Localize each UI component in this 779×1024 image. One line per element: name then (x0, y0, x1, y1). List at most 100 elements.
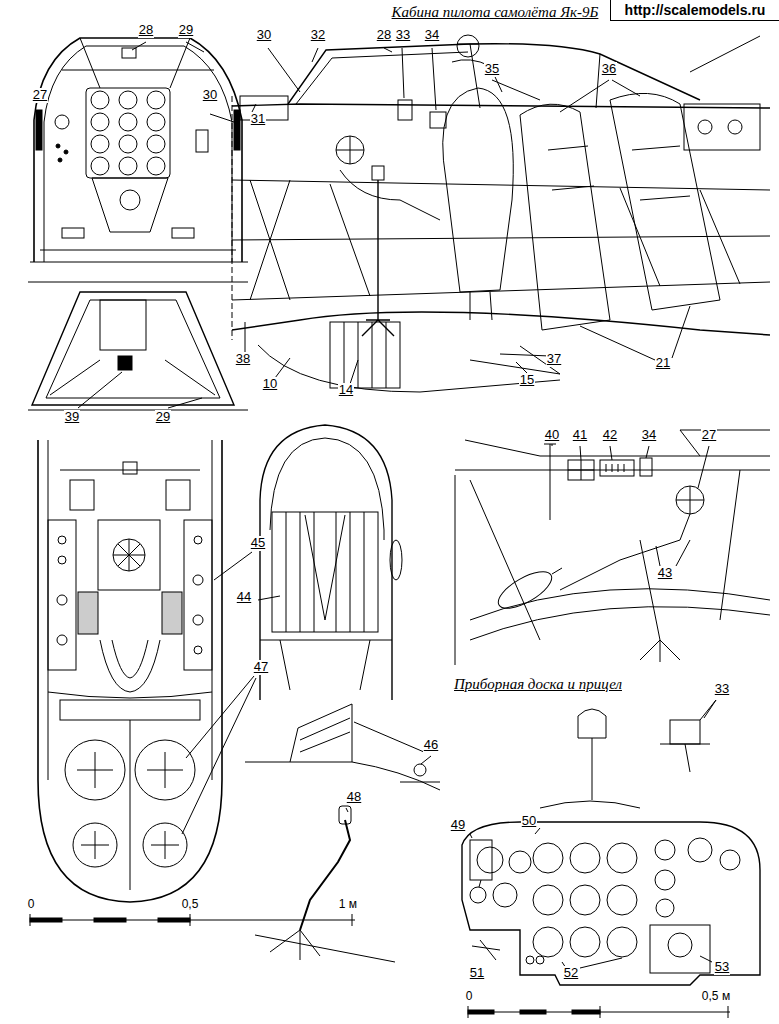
side-view-line (430, 112, 446, 128)
callout-number: 50 (521, 814, 537, 829)
callout-number: 43 (657, 566, 673, 581)
callout-number: 40 (544, 428, 560, 443)
front-armor-view-line (270, 438, 384, 540)
plan-view-line (60, 700, 200, 720)
front-view-line (119, 91, 137, 109)
side-view-right-line (552, 568, 562, 574)
front-view-line (40, 42, 234, 122)
side-view-line (232, 104, 770, 108)
instrument-panel-line (477, 847, 503, 873)
callout-number: 28 (376, 28, 392, 43)
callout-number: 29 (155, 410, 171, 425)
rear-frame-view-line (28, 282, 248, 283)
side-view-line (245, 104, 690, 384)
side-view-right-line (552, 444, 709, 488)
side-view-line (340, 170, 440, 220)
callout-number: 47 (253, 660, 269, 675)
plan-view-line (100, 640, 160, 692)
callout-number: 30 (256, 28, 272, 43)
small-gauge (470, 840, 492, 903)
instrument-panel-line (570, 843, 600, 873)
callout-number: 37 (546, 352, 562, 367)
side-view-line (296, 44, 600, 108)
front-view-line (55, 115, 69, 129)
scale-label: 0,5 м (701, 990, 731, 1004)
instrument-panel-line (688, 838, 712, 862)
plan-view-line (184, 520, 212, 670)
front-view-line (147, 113, 165, 131)
front-armor-view-line (272, 512, 378, 632)
scale-bar-line (520, 1010, 546, 1014)
front-view (30, 38, 248, 262)
front-armor-view-line (260, 640, 392, 690)
instrument-panel-line (668, 933, 692, 957)
callout-number: 33 (395, 28, 411, 43)
side-view-line (398, 100, 412, 120)
side-view-right-line (640, 540, 680, 662)
callout-number: 30 (202, 88, 218, 103)
callout-number: 44 (236, 590, 252, 605)
drawing-title: Кабина пилота самолёта Як-9Б (390, 4, 601, 21)
callout-number: 27 (701, 428, 717, 443)
front-view-line (91, 157, 109, 175)
side-view-line (232, 312, 770, 335)
instrument-panel-line (533, 843, 563, 873)
instrument-panel-line (509, 851, 531, 873)
control-stick-line (255, 930, 395, 962)
front-view-line (120, 190, 140, 210)
side-view-line (698, 120, 712, 134)
instrument-panel-line (472, 940, 500, 960)
plan-view-line (58, 556, 66, 564)
callout-number: 33 (714, 682, 730, 697)
side-view-right-line (676, 486, 704, 514)
gunsight-line (704, 700, 716, 718)
side-view-right-line (455, 470, 740, 665)
plan-view-line (130, 720, 131, 890)
callout-number: 41 (572, 428, 588, 443)
front-view-line (36, 110, 42, 150)
instrument-panel-line (536, 956, 544, 964)
control-stick-line (300, 820, 350, 930)
callout-number: 36 (601, 62, 617, 77)
callout-number: 42 (602, 428, 618, 443)
side-view-line (470, 292, 492, 320)
front-view-line (122, 48, 136, 58)
side-view-line (457, 35, 479, 57)
side-view-line (458, 44, 478, 45)
side-view-right (455, 430, 770, 665)
plan-view-line (194, 536, 202, 544)
small-gauge-line (479, 880, 481, 887)
plan-view-line (70, 480, 94, 510)
plan-view-line (98, 520, 160, 590)
plan-view-line (60, 470, 200, 471)
plan-view-line (113, 539, 145, 571)
front-view-line (119, 157, 137, 175)
section-heading: Приборная доска и прицел (452, 676, 624, 693)
front-view-line (119, 113, 137, 131)
front-view-line (147, 157, 165, 175)
front-view-line (30, 38, 248, 262)
plan-view-line (38, 440, 222, 902)
callout-number: 51 (469, 966, 485, 981)
instrument-panel-line (462, 822, 760, 985)
side-view-line (336, 136, 364, 164)
rear-frame-view-line (78, 372, 202, 408)
side-view-line (690, 36, 760, 72)
rear-frame-view-line (100, 300, 146, 350)
callout-number: 38 (235, 352, 251, 367)
side-view-right-line (568, 460, 594, 480)
callout-number: 45 (250, 536, 266, 551)
instrument-panel-line (570, 885, 600, 915)
side-view-line (728, 120, 742, 134)
scale-label: 0 (465, 990, 474, 1004)
callout-number: 39 (64, 410, 80, 425)
headrest-view-line (354, 722, 431, 764)
front-view-line (91, 113, 109, 131)
gunsight (540, 700, 716, 808)
instrument-panel-line (655, 870, 675, 890)
side-view-right-line (656, 540, 690, 566)
front-armor-view (258, 425, 402, 700)
plan-view-line (194, 646, 202, 654)
instrument-panel-line (650, 925, 710, 973)
scale-bar-line (572, 1010, 600, 1014)
